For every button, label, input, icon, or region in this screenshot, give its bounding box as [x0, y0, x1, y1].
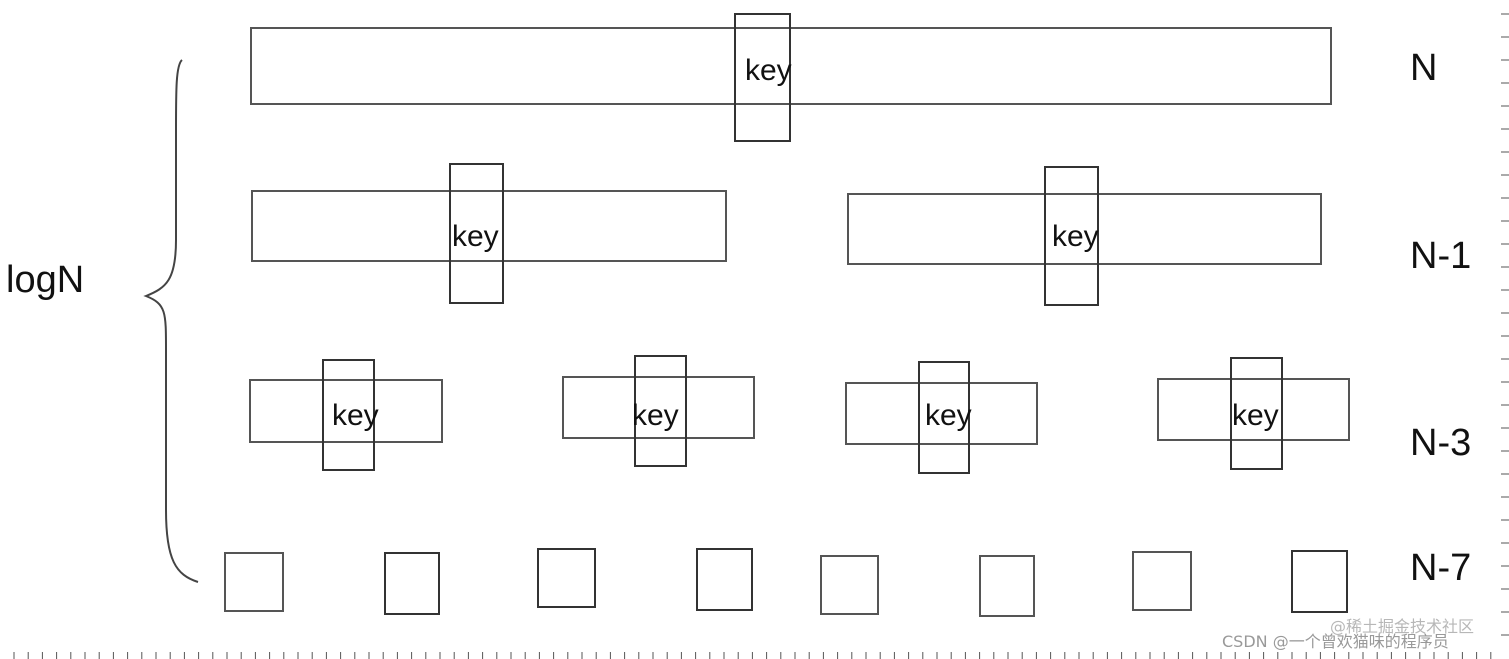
level-label-0: N [1410, 47, 1437, 89]
key-marker [734, 13, 791, 142]
array-segment [249, 379, 443, 443]
key-marker [634, 355, 687, 467]
leaf-segment [224, 552, 284, 612]
leaf-segment [1291, 550, 1348, 613]
leaf-segment [696, 548, 753, 611]
partition-level-0: key [250, 13, 1332, 142]
key-label: key [332, 399, 379, 432]
key-marker [1230, 357, 1283, 470]
key-label: key [925, 399, 972, 432]
key-label: key [452, 220, 499, 253]
leaf-segment [979, 555, 1035, 617]
partition-level-1: key key [251, 163, 1322, 306]
key-label: key [1232, 399, 1279, 432]
array-segment [251, 190, 727, 262]
level-label-1: N-1 [1410, 235, 1471, 277]
right-ruler [1501, 13, 1509, 636]
partition-level-3 [224, 548, 1348, 617]
array-segment [845, 382, 1038, 445]
leaf-segment [1132, 551, 1192, 611]
key-label: key [632, 399, 679, 432]
key-label: key [745, 54, 792, 87]
array-segment [847, 193, 1322, 265]
curly-brace-icon [143, 59, 199, 583]
level-label-3: N-7 [1410, 547, 1471, 589]
array-segment [1157, 378, 1350, 441]
side-label: logN [6, 259, 84, 301]
level-label-2: N-3 [1410, 422, 1471, 464]
key-marker [1044, 166, 1099, 306]
key-marker [449, 163, 504, 304]
key-marker [918, 361, 970, 474]
partition-level-2: key key key key [249, 355, 1350, 474]
watermark-primary: CSDN @一个曾欢猫味的程序员 [1222, 632, 1449, 651]
bottom-ruler [13, 652, 1492, 659]
leaf-segment [537, 548, 596, 608]
leaf-segment [820, 555, 879, 615]
leaf-segment [384, 552, 440, 615]
key-label: key [1052, 220, 1099, 253]
array-segment [562, 376, 755, 439]
watermark-secondary: @稀土掘金技术社区 [1330, 617, 1474, 636]
key-marker [322, 359, 375, 471]
